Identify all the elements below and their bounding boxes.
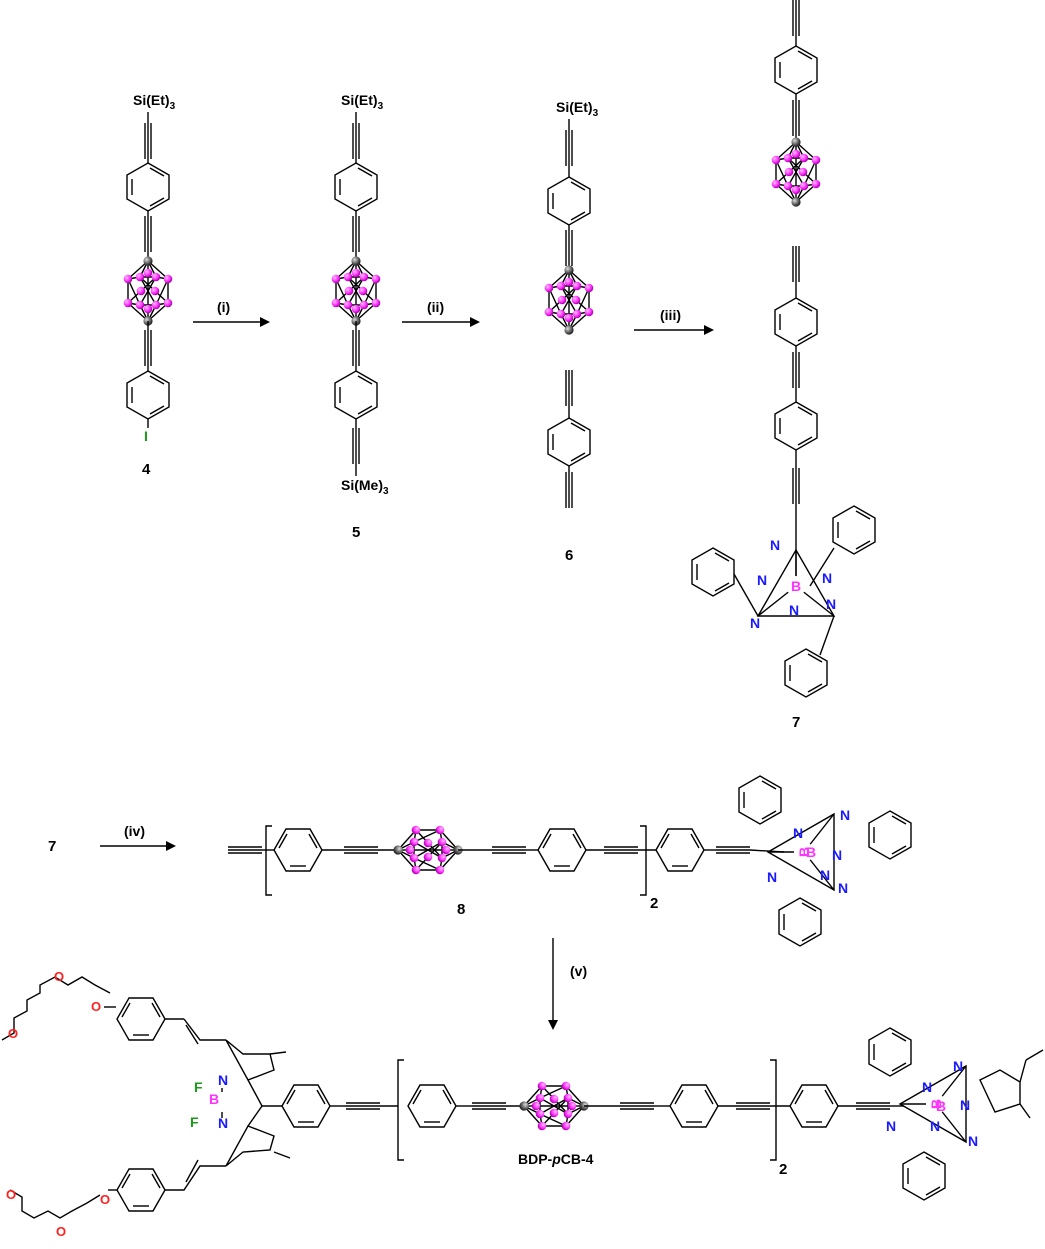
label-7: 7 [792, 714, 800, 731]
svg-text:N: N [770, 537, 780, 553]
svg-text:(ii): (ii) [427, 299, 444, 315]
svg-text:N: N [832, 847, 842, 863]
svg-text:Si(Me)3: Si(Me)3 [341, 477, 389, 497]
label-5: 5 [352, 524, 360, 541]
svg-text:2: 2 [650, 895, 658, 912]
svg-text:O: O [6, 1187, 16, 1202]
svg-text:B: B [209, 1091, 219, 1107]
svg-text:O: O [100, 1192, 110, 1207]
svg-text:F: F [190, 1114, 199, 1130]
svg-text:(i): (i) [217, 299, 230, 315]
svg-text:Si(Et)3: Si(Et)3 [341, 92, 384, 112]
svg-text:F: F [194, 1079, 203, 1095]
svg-text:N: N [757, 572, 767, 588]
svg-text:B: B [936, 1098, 946, 1114]
svg-text:N: N [789, 602, 799, 618]
svg-text:N: N [767, 869, 777, 885]
compound-6: Si(Et)3 6 [544, 99, 599, 564]
compound-7-start: 7 [48, 838, 56, 855]
svg-text:O: O [8, 1026, 18, 1041]
svg-text:N: N [750, 615, 760, 631]
svg-text:N: N [922, 1079, 932, 1095]
label-4: 4 [142, 461, 151, 478]
svg-text:N: N [793, 825, 803, 841]
svg-text:(iii): (iii) [660, 307, 681, 323]
svg-text:N: N [838, 880, 848, 896]
compound-bdp-pcb-4: O O O N B F F N O O O [1, 969, 1044, 1239]
arrow-v: (v) [548, 938, 587, 1030]
svg-text:N: N [820, 867, 830, 883]
svg-text:N: N [930, 1118, 940, 1134]
svg-text:O: O [56, 1224, 66, 1239]
svg-text:N: N [822, 570, 832, 586]
label-8: 8 [457, 901, 465, 918]
arrow-iii: (iii) [634, 307, 714, 335]
svg-text:N: N [968, 1133, 978, 1149]
svg-text:(iv): (iv) [124, 823, 145, 839]
svg-text:N: N [953, 1058, 963, 1074]
svg-text:B: B [806, 844, 816, 860]
compound-5: Si(Et)3 Si(Me)3 5 [331, 92, 389, 541]
svg-text:N: N [886, 1118, 896, 1134]
arrow-i: (i) [193, 299, 270, 327]
svg-text:N: N [826, 596, 836, 612]
svg-text:7: 7 [48, 838, 56, 855]
compound-7: N N N N N N 7 [691, 0, 876, 731]
compound-4: Si(Et)3 I 4 [122, 92, 176, 478]
label-6: 6 [565, 547, 573, 564]
svg-text:N: N [960, 1097, 970, 1113]
svg-text:Si(Et)3: Si(Et)3 [556, 99, 599, 119]
svg-text:N: N [218, 1072, 228, 1088]
compound-8: 2 N N N B N N N 8 [227, 775, 912, 947]
svg-text:(v): (v) [570, 963, 587, 979]
svg-text:O: O [91, 999, 101, 1014]
svg-text:Si(Et)3: Si(Et)3 [133, 92, 176, 112]
svg-text:N: N [218, 1115, 228, 1131]
svg-text:2: 2 [779, 1161, 787, 1178]
arrow-ii: (ii) [402, 299, 480, 327]
label-bdp-pcb-4: BDP-pCB-4 [518, 1151, 594, 1167]
svg-text:O: O [54, 969, 64, 984]
arrow-iv: (iv) [100, 823, 176, 851]
svg-text:I: I [144, 428, 148, 444]
svg-text:N: N [840, 807, 850, 823]
